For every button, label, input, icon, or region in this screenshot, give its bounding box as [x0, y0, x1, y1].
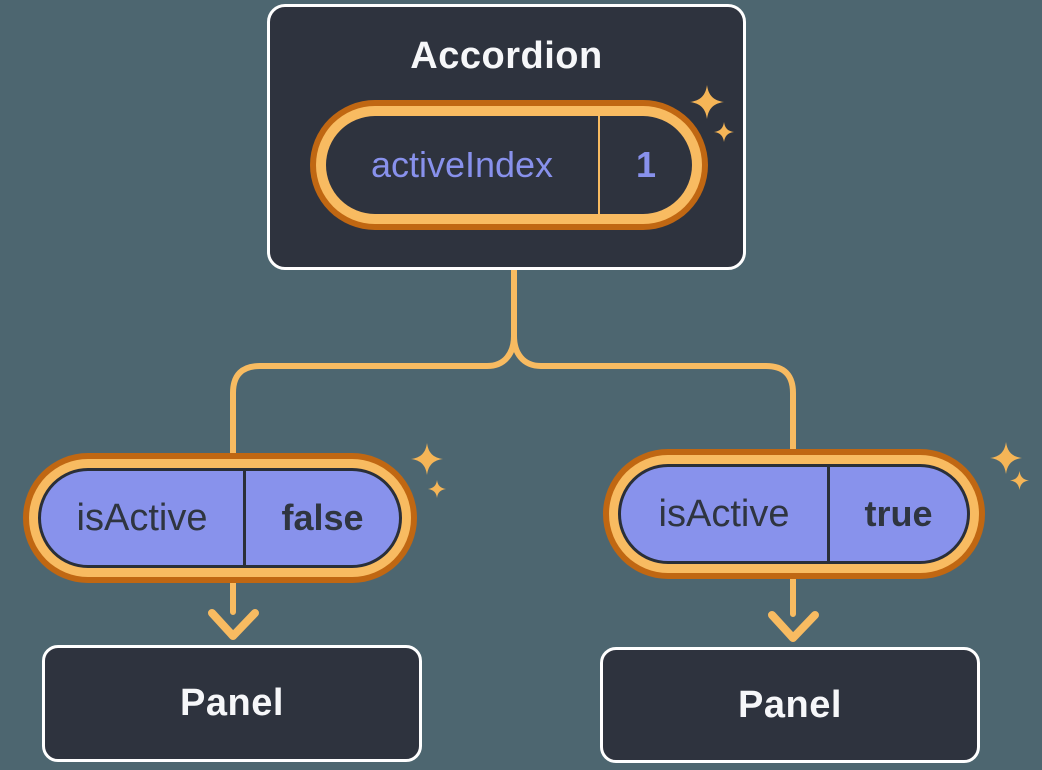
- prop-pill-isactive-true: isActive true: [603, 449, 985, 579]
- state-pill: activeIndex 1: [310, 100, 708, 230]
- sparkle-icon: [690, 85, 724, 119]
- state-name: activeIndex: [370, 144, 554, 185]
- prop-name: isActive: [76, 496, 208, 539]
- prop-pill-core: isActive true: [618, 464, 970, 564]
- sparkle-icon: [990, 442, 1022, 474]
- panel-component-box-left: Panel: [42, 645, 422, 762]
- panel-component-box-right: Panel: [600, 647, 980, 763]
- prop-pill-core: isActive false: [38, 468, 402, 568]
- accordion-title: Accordion: [410, 35, 603, 77]
- prop-name: isActive: [658, 492, 790, 535]
- sparkle-icon: [411, 443, 443, 475]
- state-pill-gold-ring: activeIndex 1: [316, 106, 702, 224]
- state-value: 1: [598, 116, 692, 214]
- prop-pill-gold-ring: isActive true: [609, 455, 979, 573]
- accordion-component-box: Accordion activeIndex 1: [267, 4, 746, 270]
- arrow-down-icon: [768, 611, 819, 642]
- prop-value: false: [243, 471, 399, 565]
- arrow-down-icon: [208, 609, 259, 640]
- sparkle-icon-small: [714, 122, 734, 142]
- prop-value: true: [827, 467, 967, 561]
- prop-pill-gold-ring: isActive false: [29, 459, 411, 577]
- sparkle-icon-small: [428, 480, 446, 498]
- prop-pill-isactive-false: isActive false: [23, 453, 417, 583]
- state-pill-core: activeIndex 1: [326, 116, 692, 214]
- connector-branch-right: [511, 267, 796, 617]
- sparkle-icon-small: [1010, 471, 1029, 490]
